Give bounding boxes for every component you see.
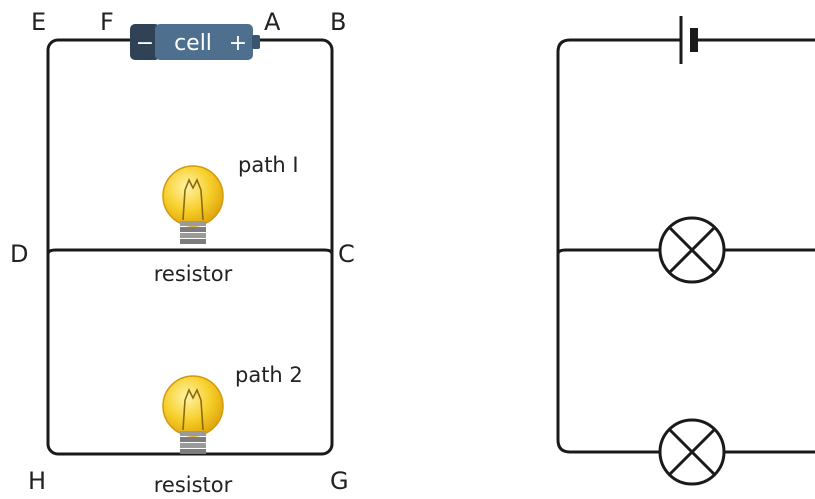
resistor-label: resistor (154, 473, 233, 497)
node-label-b: B (330, 8, 346, 36)
lamp-symbol-icon (658, 418, 726, 486)
pictorial-circuit: − cell + E F A B D C H G (10, 8, 355, 497)
battery-symbol-icon (679, 16, 698, 64)
resistor-label: resistor (154, 262, 233, 286)
cell-negative-end (130, 24, 160, 60)
schematic-middle-wire-left (556, 248, 662, 256)
schematic-circuit (556, 16, 815, 486)
cell-terminal (252, 35, 260, 49)
cell-negative-sign: − (136, 31, 154, 56)
bulb-icon (162, 375, 224, 454)
cell: − cell + (130, 24, 260, 60)
wire-d-c (46, 248, 334, 256)
lamp-symbol-icon (658, 216, 726, 284)
cell-body (155, 24, 253, 60)
node-label-d: D (10, 240, 28, 268)
cell-label: cell (174, 31, 212, 56)
path-1-label: path I (238, 153, 299, 177)
node-label-h: H (28, 467, 46, 495)
schematic-left-wire (556, 38, 682, 454)
bulb-icon (162, 165, 224, 244)
node-label-e: E (31, 8, 46, 36)
node-label-c: C (338, 240, 355, 268)
node-label-g: G (330, 467, 349, 495)
path-2-label: path 2 (235, 363, 303, 387)
node-label-a: A (264, 8, 281, 36)
node-label-f: F (100, 8, 114, 36)
cell-positive-sign: + (229, 31, 247, 56)
